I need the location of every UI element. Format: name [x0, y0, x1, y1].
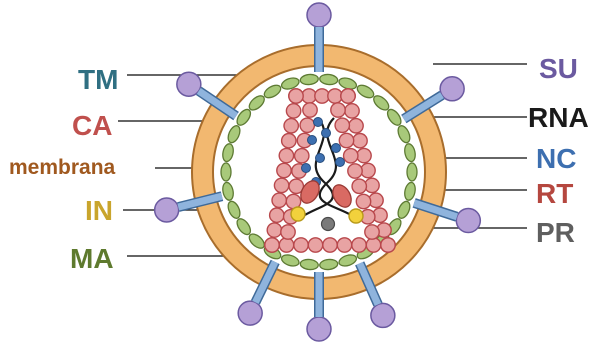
- su-knob: [155, 198, 179, 222]
- capsid-protein: [357, 148, 371, 162]
- label-pr: PR: [536, 219, 575, 247]
- capsid-protein: [345, 104, 359, 118]
- capsid-protein: [315, 89, 329, 103]
- su-knob: [238, 301, 262, 325]
- capsid-protein: [331, 103, 345, 117]
- nc-protein: [322, 129, 331, 138]
- su-knob: [307, 317, 331, 341]
- capsid-protein: [289, 89, 303, 103]
- capsid-protein: [295, 149, 309, 163]
- pr-enzyme: [322, 218, 335, 231]
- label-tm: TM: [78, 66, 118, 94]
- label-ca: CA: [72, 112, 112, 140]
- capsid-protein: [270, 208, 284, 222]
- su-knob: [307, 3, 331, 27]
- capsid-protein: [352, 179, 366, 193]
- capsid-protein: [348, 164, 362, 178]
- label-rt: RT: [536, 180, 573, 208]
- su-knob: [456, 209, 480, 233]
- capsid-protein: [328, 89, 342, 103]
- capsid-protein: [281, 225, 295, 239]
- capsid-protein: [294, 238, 308, 252]
- capsid-protein: [267, 223, 281, 237]
- capsid-protein: [344, 149, 358, 163]
- matrix-protein: [221, 163, 231, 181]
- capsid-protein: [356, 194, 370, 208]
- capsid-protein: [353, 134, 367, 148]
- nc-protein: [308, 136, 317, 145]
- nc-protein: [316, 154, 325, 163]
- nc-protein: [314, 118, 323, 127]
- su-knob: [440, 77, 464, 101]
- capsid-protein: [366, 238, 380, 252]
- label-ma: MA: [70, 245, 114, 273]
- label-in: IN: [85, 197, 113, 225]
- capsid-protein: [277, 163, 291, 177]
- capsid-protein: [274, 178, 288, 192]
- capsid-protein: [282, 134, 296, 148]
- capsid-protein: [339, 133, 353, 147]
- capsid-protein: [272, 193, 286, 207]
- matrix-protein: [407, 163, 417, 181]
- capsid-protein: [337, 238, 351, 252]
- capsid-protein: [365, 225, 379, 239]
- label-membrana: membrana: [9, 157, 115, 178]
- capsid-protein: [265, 238, 279, 252]
- in-enzyme: [291, 207, 305, 221]
- capsid-protein: [300, 118, 314, 132]
- capsid-protein: [279, 238, 293, 252]
- nc-protein: [302, 164, 311, 173]
- capsid-protein: [341, 89, 355, 103]
- capsid-protein: [335, 118, 349, 132]
- label-nc: NC: [536, 145, 576, 173]
- capsid-protein: [352, 238, 366, 252]
- nc-protein: [336, 158, 345, 167]
- capsid-protein: [361, 163, 375, 177]
- capsid-protein: [308, 238, 322, 252]
- capsid-protein: [284, 119, 298, 133]
- label-rna: RNA: [528, 104, 589, 132]
- capsid-protein: [381, 238, 395, 252]
- label-su: SU: [539, 55, 578, 83]
- capsid-protein: [279, 148, 293, 162]
- capsid-protein: [286, 104, 300, 118]
- nc-protein: [332, 144, 341, 153]
- capsid-protein: [323, 238, 337, 252]
- capsid-protein: [349, 119, 363, 133]
- capsid-protein: [303, 103, 317, 117]
- capsid-protein: [302, 89, 316, 103]
- su-knob: [371, 303, 395, 327]
- in-enzyme: [349, 209, 363, 223]
- su-knob: [177, 72, 201, 96]
